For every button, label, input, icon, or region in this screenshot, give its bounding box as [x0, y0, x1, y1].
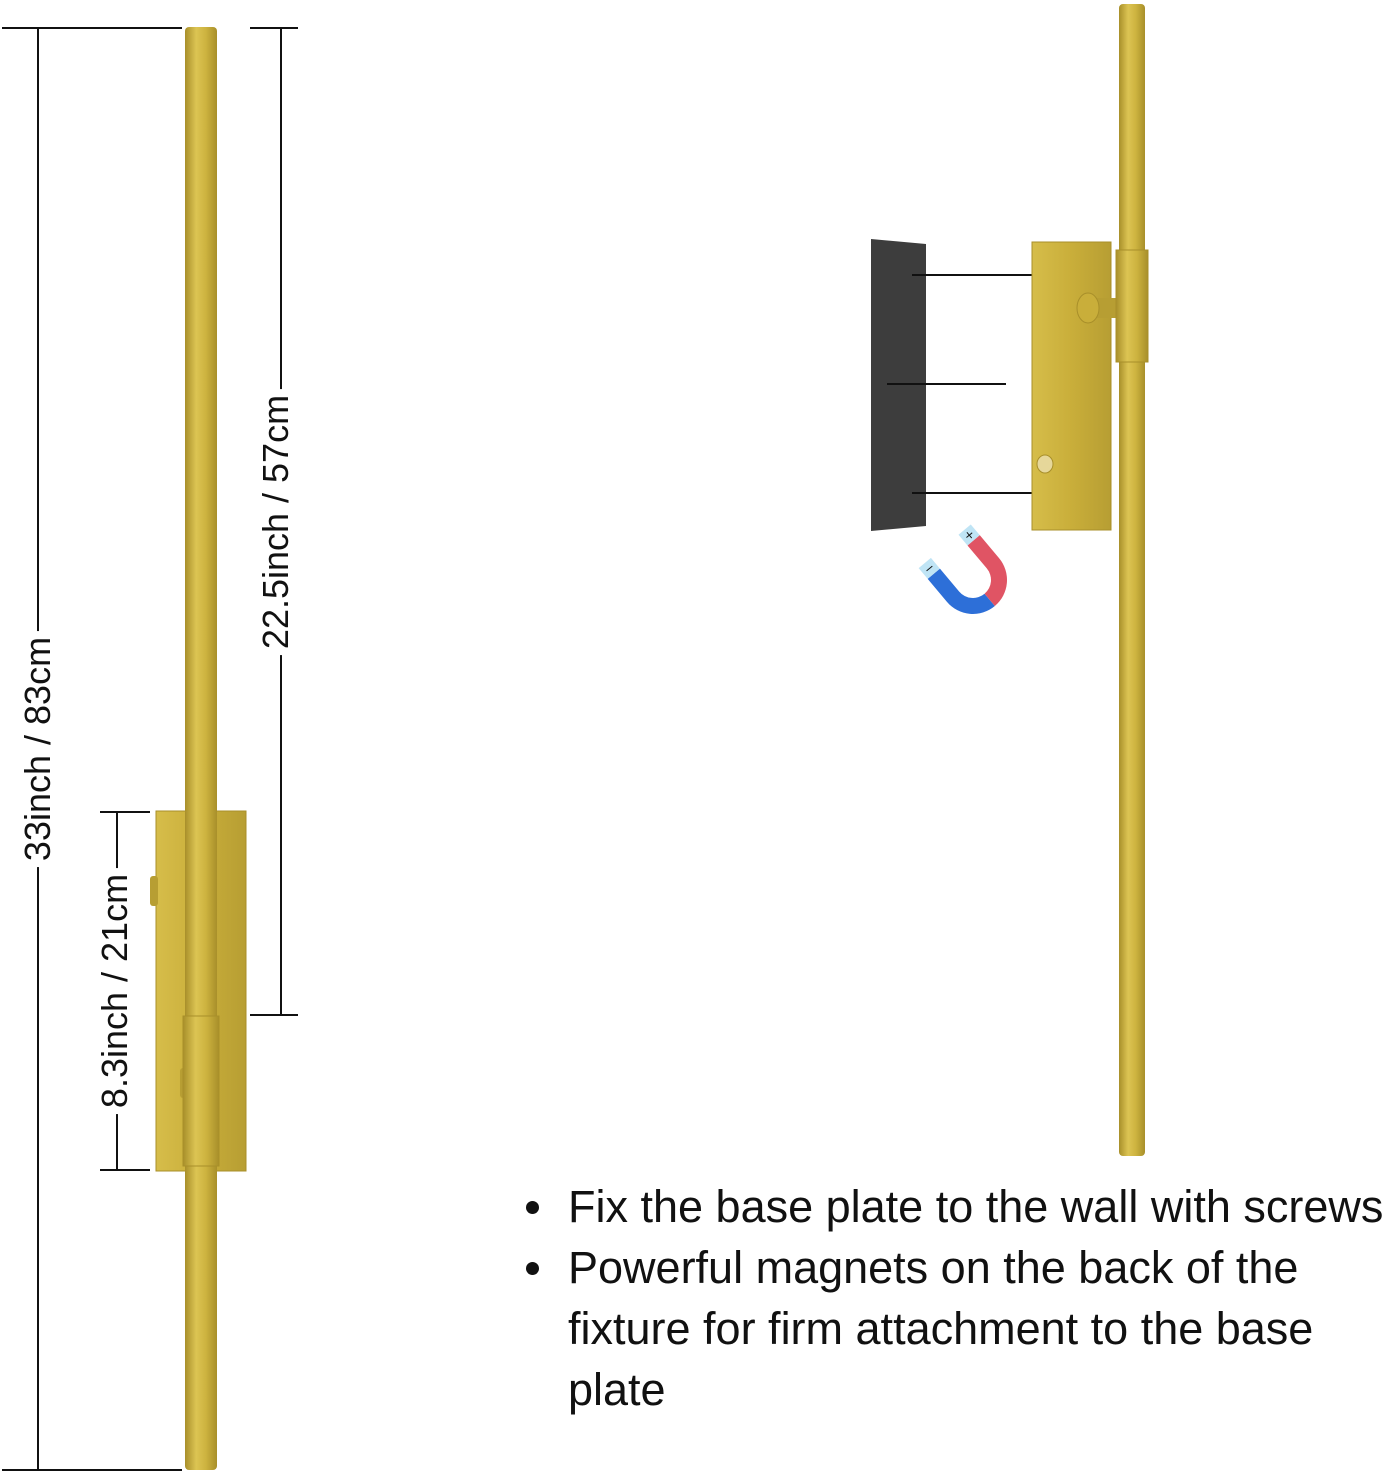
side-lamp-box: [1031, 241, 1112, 531]
side-rod: [1119, 4, 1145, 1156]
side-arm-joint: [1076, 292, 1100, 324]
instruction-text: Fix the base plate to the wall with scre…: [568, 1181, 1384, 1232]
side-switch: [1036, 454, 1054, 474]
instruction-item: Powerful magnets on the back of the fixt…: [522, 1237, 1392, 1420]
total-height-label: 33inch / 83cm: [17, 630, 58, 868]
side-view: − +: [871, 4, 1149, 1156]
front-view: [2, 27, 298, 1471]
base-height-label: 8.3inch / 21cm: [94, 867, 135, 1115]
magnet-icon: − +: [918, 524, 1007, 614]
front-rod-sleeve: [182, 1015, 220, 1167]
instruction-item: Fix the base plate to the wall with scre…: [522, 1176, 1392, 1237]
front-rod: [185, 27, 217, 1470]
bullet-dot: [526, 1201, 539, 1214]
front-knob: [150, 876, 158, 906]
bullet-dot: [526, 1262, 539, 1275]
instruction-list: Fix the base plate to the wall with scre…: [522, 1176, 1392, 1420]
instruction-text: Powerful magnets on the back of the fixt…: [568, 1242, 1314, 1415]
connection-lines: [887, 274, 1032, 494]
side-rod-sleeve: [1115, 249, 1149, 363]
upper-height-label: 22.5inch / 57cm: [255, 388, 296, 656]
